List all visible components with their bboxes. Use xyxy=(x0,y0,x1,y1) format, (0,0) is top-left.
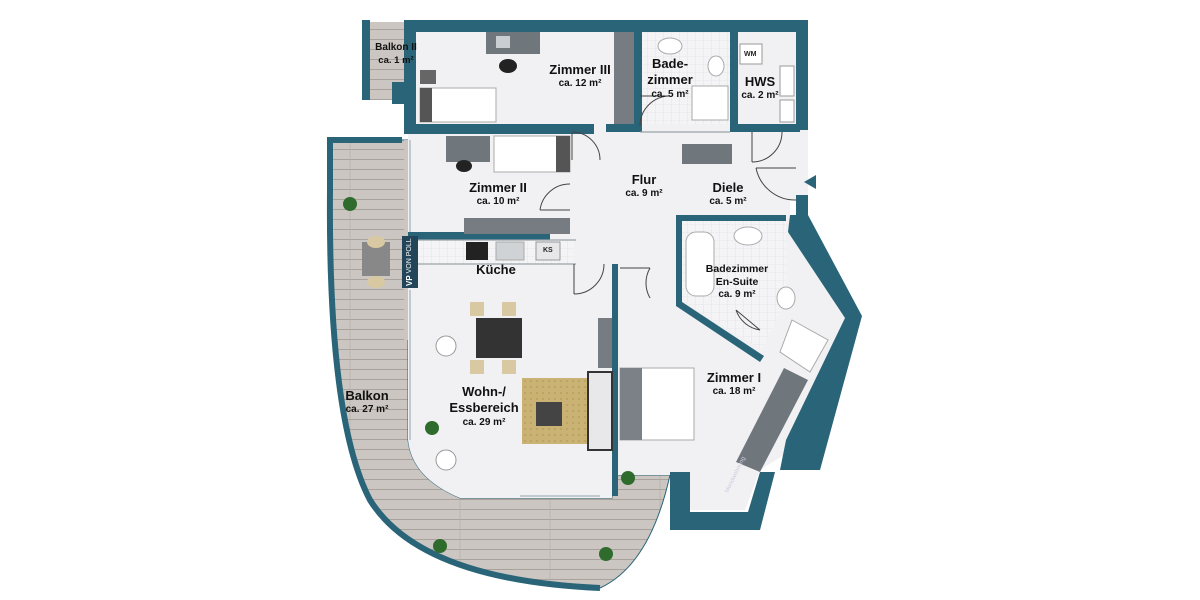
wohnen-name-l2: Essbereich xyxy=(449,400,519,416)
label-zimmer2: Zimmer II ca. 10 m² xyxy=(456,180,540,209)
logo-mark: VP xyxy=(405,275,414,286)
vonpoll-logo: VP VON POLL xyxy=(402,236,418,288)
zimmer3-furniture xyxy=(419,32,634,124)
flur-name: Flur xyxy=(631,172,657,187)
bad-area: ca. 5 m² xyxy=(651,88,689,100)
logo-text: VON POLL xyxy=(406,238,413,274)
flur-area: ca. 9 m² xyxy=(625,188,663,200)
ensuite-name-l1: Badezimmer xyxy=(705,263,769,275)
zimmer3-area: ca. 12 m² xyxy=(558,78,602,90)
zimmer2-furniture xyxy=(446,135,571,234)
bad-name-l2: zimmer xyxy=(647,72,693,88)
kueche-name: Küche xyxy=(476,262,516,277)
label-diele: Diele ca. 5 m² xyxy=(698,180,758,209)
wm-tag: WM xyxy=(744,51,757,58)
wohnen-name-l1: Wohn-/ xyxy=(462,384,506,399)
label-balkon: Balkon ca. 27 m² xyxy=(332,388,402,417)
living-furniture xyxy=(435,302,613,471)
label-wohnen: Wohn-/ Essbereich ca. 29 m² xyxy=(436,384,532,429)
diele-name: Diele xyxy=(712,180,744,195)
balkon-name: Balkon xyxy=(345,388,389,403)
zimmer2-name: Zimmer II xyxy=(469,180,527,195)
label-ensuite: Badezimmer En-Suite ca. 9 m² xyxy=(700,263,774,302)
zimmer2-area: ca. 10 m² xyxy=(476,196,520,208)
zimmer1-name: Zimmer I xyxy=(706,370,762,385)
label-bad: Bade- zimmer ca. 5 m² xyxy=(640,56,700,101)
label-kueche: Küche xyxy=(466,262,526,278)
kitchen-furniture xyxy=(466,241,561,261)
wohnen-area: ca. 29 m² xyxy=(462,416,506,428)
zimmer1-furniture xyxy=(598,318,808,472)
plant-icons xyxy=(343,197,635,561)
hws-area: ca. 2 m² xyxy=(741,90,779,102)
bad-name-l1: Bade- xyxy=(651,56,689,71)
label-hws: HWS ca. 2 m² xyxy=(734,74,786,103)
label-zimmer3: Zimmer III ca. 12 m² xyxy=(538,62,622,91)
ensuite-area: ca. 9 m² xyxy=(718,289,756,301)
balkon-area: ca. 27 m² xyxy=(345,404,389,416)
label-zimmer1: Zimmer I ca. 18 m² xyxy=(694,370,774,399)
zimmer1-area: ca. 18 m² xyxy=(712,386,756,398)
hws-name: HWS xyxy=(744,74,776,89)
walls xyxy=(362,20,862,530)
label-balkon2: Balkon II ca. 1 m² xyxy=(370,42,422,66)
zimmer3-name: Zimmer III xyxy=(549,62,611,77)
ks-tag: KS xyxy=(543,247,553,254)
entrance-arrow-icon xyxy=(804,175,816,189)
ensuite-name-l2: En-Suite xyxy=(715,276,759,289)
balkon2-area: ca. 1 m² xyxy=(378,54,414,66)
balkon2-name: Balkon II xyxy=(375,42,417,53)
diele-area: ca. 5 m² xyxy=(709,196,747,208)
label-flur: Flur ca. 9 m² xyxy=(612,172,676,201)
